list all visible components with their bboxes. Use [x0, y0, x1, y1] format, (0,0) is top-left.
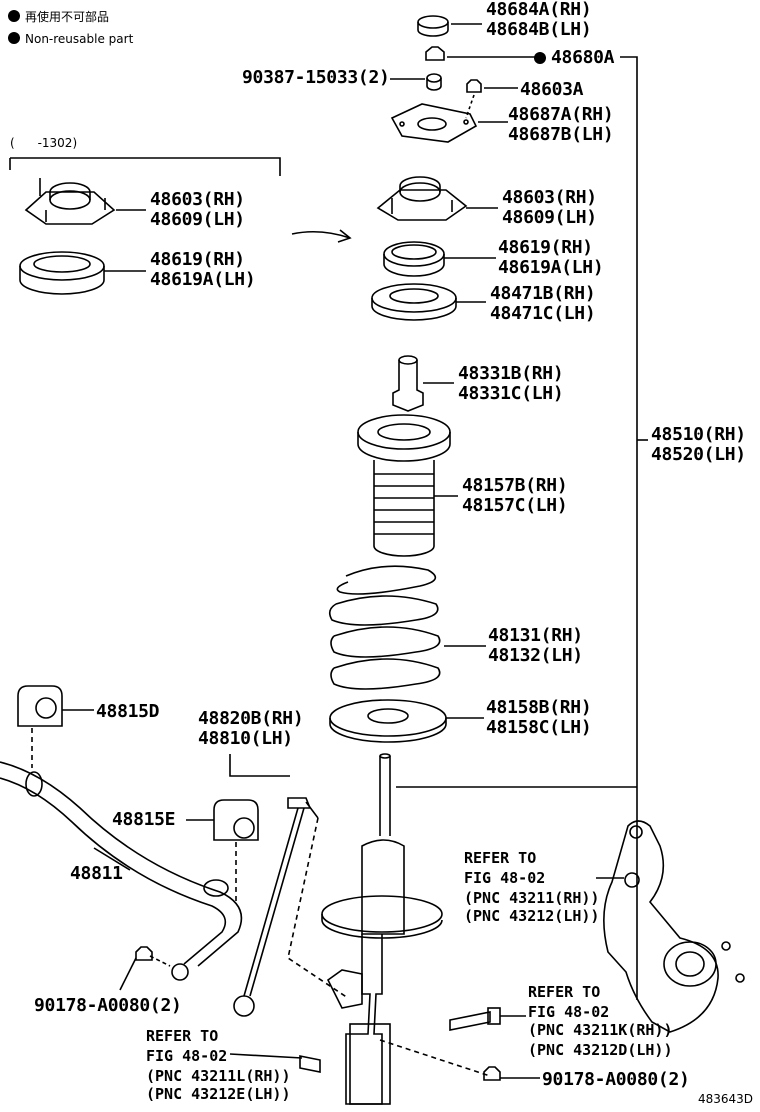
- label-48157c: 48157C(LH): [462, 495, 568, 516]
- label-48603-left-rh: 48603(RH): [150, 189, 245, 210]
- label-48815d: 48815D: [96, 701, 160, 722]
- label-48609-left-lh: 48609(LH): [150, 209, 245, 230]
- label-48815e: 48815E: [112, 809, 176, 830]
- left-support-48603-drawing: [24, 178, 116, 225]
- nut-48680-drawing: [425, 46, 445, 61]
- label-48687a: 48687A(RH): [508, 104, 614, 125]
- label-48820b: 48820B(RH): [198, 708, 304, 729]
- shock-absorber-drawing: [321, 753, 443, 1105]
- bolt-middle-drawing: [449, 1007, 501, 1031]
- non-reusable-icon: [534, 52, 546, 64]
- bullet-icon: [8, 32, 20, 44]
- ref-lower-line1: REFER TO: [146, 1027, 219, 1045]
- nut-90178-left-drawing: [135, 946, 153, 961]
- label-48680a: 48680A: [534, 47, 615, 68]
- label-48619a-left-lh: 48619A(LH): [150, 269, 256, 290]
- washer-90387-drawing: [426, 73, 442, 91]
- legend-text-jp: 再使用不可部品: [25, 10, 110, 24]
- cap-48684-drawing: [417, 15, 449, 37]
- range-note: ( -1302): [10, 136, 78, 150]
- label-48331b: 48331B(RH): [458, 363, 564, 384]
- label-48132: 48132(LH): [488, 645, 583, 666]
- bumper-48331-drawing: [392, 355, 424, 412]
- label-90178-left: 90178-A0080(2): [34, 995, 182, 1016]
- ref-middle-line3: (PNC 43211K(RH)): [528, 1021, 673, 1039]
- label-48157b: 48157B(RH): [462, 475, 568, 496]
- label-90387: 90387-15033(2): [242, 67, 390, 88]
- right-support-48603-drawing: [376, 176, 468, 221]
- label-48603a: 48603A: [520, 79, 584, 100]
- stabilizer-bar-drawing: [0, 761, 243, 981]
- label-48687b: 48687B(LH): [508, 124, 614, 145]
- label-48619-left-rh: 48619(RH): [150, 249, 245, 270]
- label-48811: 48811: [70, 863, 123, 884]
- legend-line-jp: 再使用不可部品: [8, 10, 109, 24]
- label-48471c: 48471C(LH): [490, 303, 596, 324]
- label-48619a-right-lh: 48619A(LH): [498, 257, 604, 278]
- ref-lower-line3: (PNC 43211L(RH)): [146, 1067, 291, 1085]
- label-48131: 48131(RH): [488, 625, 583, 646]
- legend-line-en: Non-reusable part: [8, 32, 133, 46]
- label-48609-right-lh: 48609(LH): [502, 207, 597, 228]
- left-bearing-48619-drawing: [19, 251, 105, 295]
- label-90178-right: 90178-A0080(2): [542, 1069, 690, 1090]
- bolt-lower-drawing: [299, 1055, 321, 1073]
- label-48520: 48520(LH): [651, 444, 746, 465]
- label-48619-right-rh: 48619(RH): [498, 237, 593, 258]
- ref-lower-line4: (PNC 43212E(LH)): [146, 1085, 291, 1103]
- spring-48131-drawing: [328, 565, 441, 690]
- label-48510: 48510(RH): [651, 424, 746, 445]
- label-48680a-text: 48680A: [551, 47, 615, 68]
- illustration-id: 483643D: [698, 1092, 754, 1106]
- ref-upper-line4: (PNC 43212(LH)): [464, 907, 600, 925]
- label-48684a: 48684A(RH): [486, 0, 592, 20]
- ref-upper-line2: FIG 48-02: [464, 869, 546, 887]
- legend-text-en: Non-reusable part: [25, 32, 134, 46]
- label-48810: 48810(LH): [198, 728, 293, 749]
- right-bearing-48619-drawing: [383, 241, 445, 277]
- plate-48687-drawing: [390, 103, 478, 143]
- bushing-48815d-drawing: [17, 685, 63, 727]
- ref-upper-line1: REFER TO: [464, 849, 537, 867]
- bullet-icon: [8, 10, 20, 22]
- label-48331c: 48331C(LH): [458, 383, 564, 404]
- ref-middle-line1: REFER TO: [528, 983, 601, 1001]
- seat-48471-drawing: [371, 283, 457, 321]
- label-48684b: 48684B(LH): [486, 19, 592, 40]
- ref-middle-line4: (PNC 43212D(LH)): [528, 1041, 673, 1059]
- label-48603-right-rh: 48603(RH): [502, 187, 597, 208]
- stabilizer-link-drawing: [233, 797, 319, 1017]
- nut-90178-right-drawing: [483, 1066, 501, 1081]
- boot-48157-drawing: [357, 414, 451, 557]
- steering-knuckle-drawing: [603, 820, 745, 1033]
- ref-upper-line3: (PNC 43211(RH)): [464, 889, 600, 907]
- ref-lower-line2: FIG 48-02: [146, 1047, 228, 1065]
- bushing-48815e-drawing: [213, 799, 259, 841]
- insulator-48158-drawing: [329, 699, 447, 743]
- label-48158c: 48158C(LH): [486, 717, 592, 738]
- nut-48603a-drawing: [466, 79, 482, 93]
- label-48471b: 48471B(RH): [490, 283, 596, 304]
- label-48158b: 48158B(RH): [486, 697, 592, 718]
- ref-middle-line2: FIG 48-02: [528, 1003, 610, 1021]
